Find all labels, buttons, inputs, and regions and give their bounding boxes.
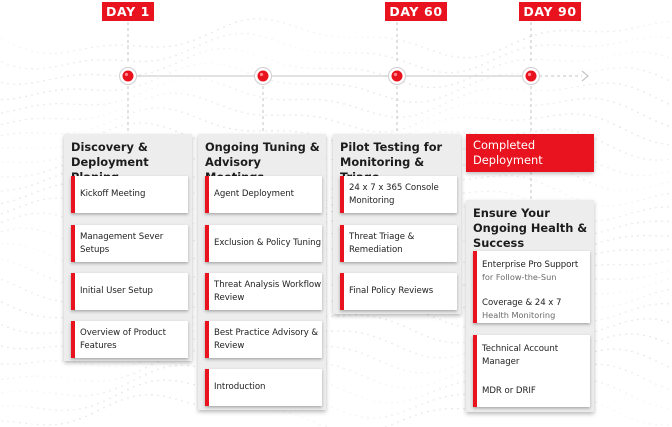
day-90-label: DAY 90 [519, 2, 581, 21]
timeline-node-1 [119, 67, 137, 85]
task-threat-analysis-workflow-review: Threat Analysis Workflow Review [205, 273, 322, 310]
phase-health-column: Ensure Your Ongoing Health & Success Ent… [466, 200, 594, 412]
task-label: 24 x 7 x 365 Console Monitoring [349, 182, 439, 206]
account-manager-label: Technical Account Manager [482, 344, 559, 367]
task-label: Threat Triage & Remediation [349, 231, 415, 255]
task-final-policy-reviews: Final Policy Reviews [340, 273, 457, 310]
day-1-label: DAY 1 [102, 2, 154, 21]
task-label: Best Practice Advisory & Review [214, 327, 319, 351]
task-label: Threat Analysis Workflow Review [214, 279, 322, 303]
task-initial-user-setup: Initial User Setup [71, 273, 188, 310]
support-sub: for Follow-the-Sun [482, 272, 557, 282]
phase-pilot-column: Pilot Testing for Monitoring & Triage 24… [333, 134, 461, 314]
task-label: Agent Deployment [214, 189, 294, 199]
task-label: Overview of Product Features [80, 327, 166, 351]
task-exclusion-policy-tuning: Exclusion & Policy Tuning [205, 225, 322, 262]
timeline-node-4 [522, 67, 540, 85]
task-label: Initial User Setup [80, 286, 153, 296]
timeline-node-3 [388, 67, 406, 85]
coverage-label: Coverage & 24 x 7 [482, 298, 562, 308]
task-label: Introduction [214, 382, 266, 392]
coverage-sub: Health Monitoring [482, 310, 556, 320]
task-label: Final Policy Reviews [349, 286, 434, 296]
support-label: Enterprise Pro Support [482, 260, 579, 270]
health-support-card: Enterprise Pro Support for Follow-the-Su… [473, 251, 590, 323]
phase-health-title: Ensure Your Ongoing Health & Success [473, 206, 588, 250]
phase-tuning-column: Ongoing Tuning & Advisory Meetings Agent… [198, 134, 326, 410]
task-overview-product-features: Overview of Product Features [71, 321, 188, 358]
task-label: Kickoff Meeting [80, 189, 146, 199]
task-kickoff-meeting: Kickoff Meeting [71, 176, 188, 213]
timeline-arrow-head [581, 70, 589, 82]
task-introduction: Introduction [205, 369, 322, 406]
health-account-card: Technical Account Manager MDR or DRIF [473, 335, 590, 407]
task-management-server-setups: Management Sever Setups [71, 225, 188, 262]
completed-deployment-banner: Completed Deployment [466, 134, 594, 172]
task-console-monitoring: 24 x 7 x 365 Console Monitoring [340, 176, 457, 213]
task-agent-deployment: Agent Deployment [205, 176, 322, 213]
timeline-node-2 [254, 67, 272, 85]
day-60-label: DAY 60 [385, 2, 447, 21]
task-best-practice-advisory: Best Practice Advisory & Review [205, 321, 322, 358]
completed-deployment-title: Completed Deployment [473, 138, 543, 167]
task-threat-triage-remediation: Threat Triage & Remediation [340, 225, 457, 262]
task-label: Exclusion & Policy Tuning [214, 238, 321, 248]
phase-discovery-column: Discovery & Deployment Planing Kickoff M… [64, 134, 192, 361]
mdr-label: MDR or DRIF [482, 386, 536, 396]
task-label: Management Sever Setups [80, 231, 164, 255]
